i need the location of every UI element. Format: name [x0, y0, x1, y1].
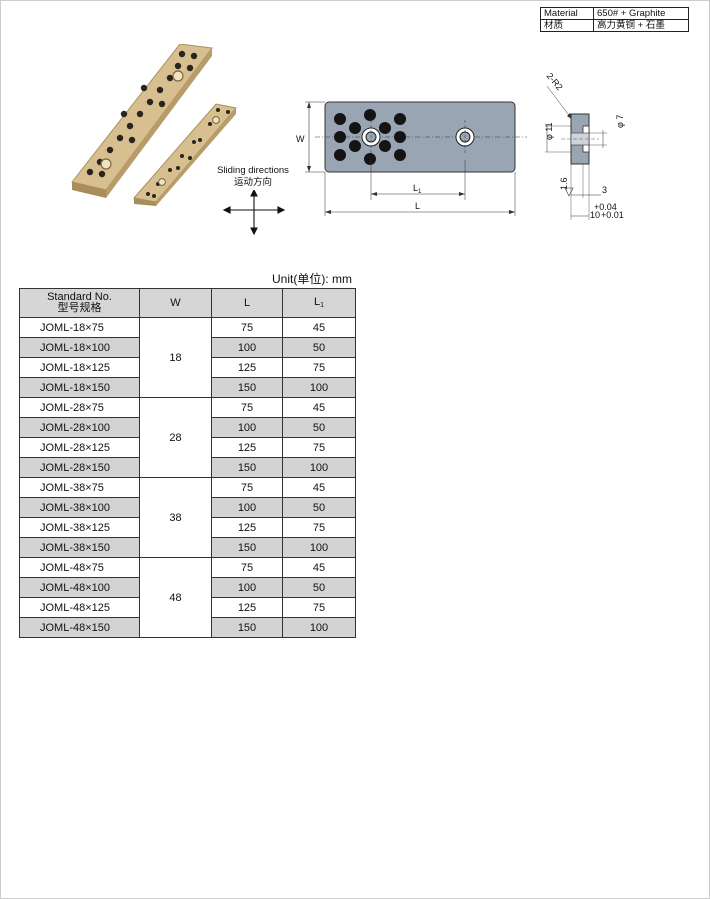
cell-l1: 50	[282, 337, 356, 358]
cell-standard-no: JOML-38×150	[19, 537, 140, 558]
cell-standard-no: JOML-48×100	[19, 577, 140, 598]
cell-standard-no: JOML-18×150	[19, 377, 140, 398]
cell-l1: 75	[282, 517, 356, 538]
cell-standard-no: JOML-48×75	[19, 557, 140, 578]
header-l1: L1	[282, 288, 356, 318]
cell-l: 150	[211, 537, 283, 558]
cell-standard-no: JOML-18×75	[19, 317, 140, 338]
cell-standard-no: JOML-38×100	[19, 497, 140, 518]
cell-l: 100	[211, 497, 283, 518]
unit-label: Unit(单位): mm	[272, 272, 352, 286]
material-value-cn: 高力黄铜 + 石墨	[593, 19, 689, 32]
sliding-directions-label: Sliding directions 运动方向	[210, 165, 296, 189]
cell-l1: 50	[282, 417, 356, 438]
sliding-directions-en: Sliding directions	[217, 165, 289, 176]
cell-l1: 45	[282, 557, 356, 578]
dim-dia7: φ 7	[615, 115, 625, 128]
cell-l1: 50	[282, 497, 356, 518]
cell-l: 150	[211, 377, 283, 398]
cell-l1: 50	[282, 577, 356, 598]
material-label-cn: 材质	[540, 19, 594, 32]
cell-standard-no: JOML-48×150	[19, 617, 140, 638]
cell-l: 75	[211, 397, 283, 418]
cell-standard-no: JOML-28×150	[19, 457, 140, 478]
cell-l1: 75	[282, 597, 356, 618]
cell-w: 18	[139, 317, 212, 398]
tol-base: 10	[590, 210, 600, 220]
header-standard-no: Standard No. 型号规格	[19, 288, 140, 318]
technical-drawing: W L1 L 2-R2 φ 11 φ 7 3 1.6 +0.04 10 +0.0…	[296, 71, 625, 220]
dim-1-6: 1.6	[559, 177, 569, 190]
cell-l: 100	[211, 577, 283, 598]
material-value-en: 650# + Graphite	[593, 7, 689, 20]
table-header-row: Standard No. 型号规格 W L L1	[19, 288, 356, 318]
cell-standard-no: JOML-38×75	[19, 477, 140, 498]
cell-l: 125	[211, 517, 283, 538]
cell-l1: 75	[282, 357, 356, 378]
cell-w: 38	[139, 477, 212, 558]
cell-l1: 45	[282, 477, 356, 498]
header-l: L	[211, 288, 283, 318]
cell-l: 75	[211, 317, 283, 338]
cell-l1: 45	[282, 317, 356, 338]
cell-l1: 100	[282, 537, 356, 558]
cell-l1: 100	[282, 617, 356, 638]
cell-l: 75	[211, 477, 283, 498]
cell-l: 75	[211, 557, 283, 578]
dim-radius: 2-R2	[545, 71, 565, 92]
cell-standard-no: JOML-18×100	[19, 337, 140, 358]
cell-standard-no: JOML-28×75	[19, 397, 140, 418]
tol-minus: +0.01	[601, 210, 624, 220]
cell-l1: 75	[282, 437, 356, 458]
cell-l: 125	[211, 437, 283, 458]
cell-l: 100	[211, 337, 283, 358]
dim-w: W	[296, 134, 305, 144]
cell-standard-no: JOML-48×125	[19, 597, 140, 618]
cell-l: 150	[211, 457, 283, 478]
cell-l1: 100	[282, 377, 356, 398]
cell-l: 125	[211, 597, 283, 618]
four-way-arrow-icon	[222, 190, 286, 236]
cell-l: 150	[211, 617, 283, 638]
cell-w: 48	[139, 557, 212, 638]
cell-standard-no: JOML-28×100	[19, 417, 140, 438]
cell-l: 100	[211, 417, 283, 438]
cell-l: 125	[211, 357, 283, 378]
graphite-plugs	[334, 109, 406, 165]
dim-l: L	[415, 201, 420, 211]
material-label-en: Material	[540, 7, 594, 20]
product-photo	[71, 44, 237, 206]
dim-dia11: φ 11	[544, 122, 554, 140]
surface-finish-icon	[564, 187, 574, 197]
cell-standard-no: JOML-18×125	[19, 357, 140, 378]
cell-standard-no: JOML-28×125	[19, 437, 140, 458]
material-table: Material 650# + Graphite 材质 高力黄铜 + 石墨	[540, 7, 689, 32]
cell-l1: 45	[282, 397, 356, 418]
cell-w: 28	[139, 397, 212, 478]
cell-standard-no: JOML-38×125	[19, 517, 140, 538]
header-w: W	[139, 288, 212, 318]
sliding-directions-cn: 运动方向	[233, 177, 272, 188]
tol-plus: +0.04	[594, 202, 617, 212]
cell-l1: 100	[282, 457, 356, 478]
dim-3: 3	[602, 185, 607, 195]
dim-l1: L1	[413, 183, 422, 195]
